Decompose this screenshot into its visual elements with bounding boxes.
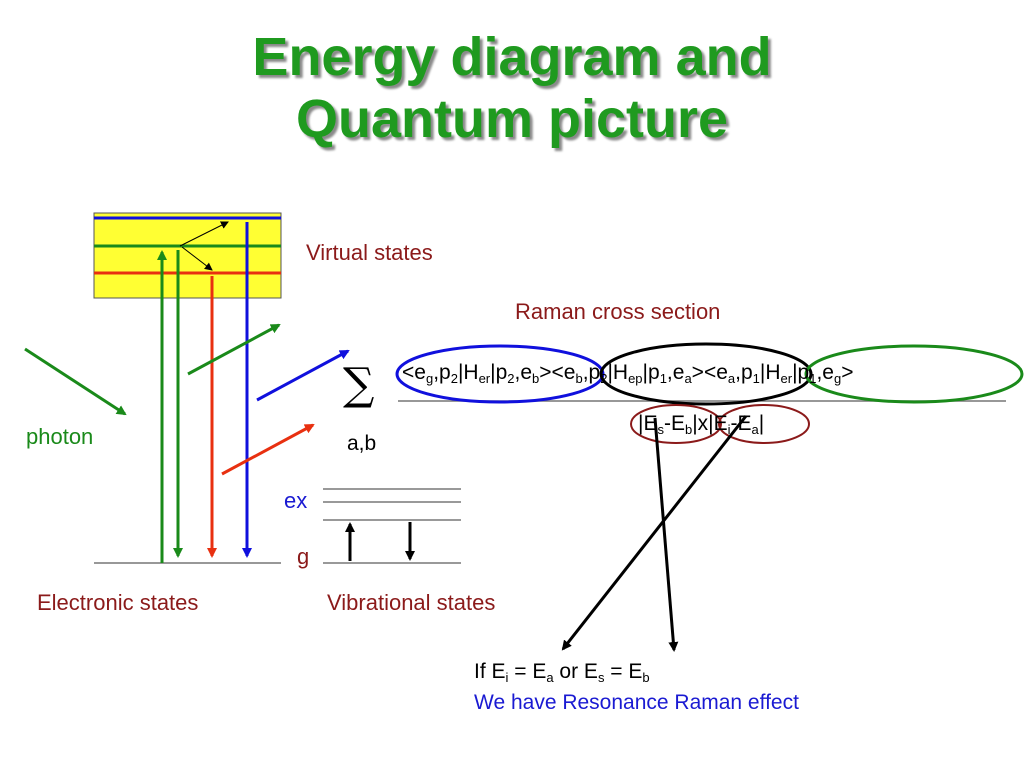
term3-ellipse bbox=[804, 344, 1024, 404]
sigma-subscript: a,b bbox=[347, 432, 377, 455]
denominator-times: x bbox=[697, 412, 709, 435]
outgoing-photon-blue bbox=[256, 349, 350, 402]
outgoing-photon-green bbox=[187, 323, 281, 376]
term2-ellipse bbox=[599, 342, 813, 406]
title-line-1: Energy diagram and bbox=[252, 27, 772, 87]
electronic-states-label: Electronic states bbox=[37, 590, 199, 615]
numerator-terms: <eg,p2|Her|p2,eb><eb,p2|Hep|p1,ea><ea,p1… bbox=[402, 359, 853, 387]
resonance-arrow-2 bbox=[561, 415, 748, 651]
resonance-conclusion: We have Resonance Raman effect bbox=[474, 691, 799, 714]
sigma-symbol: ∑ bbox=[343, 359, 375, 410]
virtual-states-label: Virtual states bbox=[306, 240, 433, 265]
virtual-arrow-up bbox=[179, 221, 229, 247]
raman-cross-section-label: Raman cross section bbox=[515, 299, 721, 324]
denominator-part-1: |Es-Eb| bbox=[638, 412, 698, 437]
denominator: |Es-Eb|x|Ei-Ea| bbox=[638, 410, 764, 438]
term1: <eg,p2|Her|p2,eb> bbox=[402, 361, 552, 386]
excited-level-label: ex bbox=[284, 488, 308, 513]
virtual-states-box bbox=[93, 212, 282, 299]
outgoing-photon-red bbox=[221, 423, 315, 476]
virtual-arrow-down bbox=[181, 246, 213, 271]
term3: <ea,p1|Her|p1,eg> bbox=[703, 361, 854, 386]
vibrational-states-label: Vibrational states bbox=[327, 590, 496, 615]
incoming-photon-arrow bbox=[24, 347, 127, 416]
ground-level-label: g bbox=[297, 544, 310, 569]
term1-ellipse bbox=[395, 344, 605, 404]
title-line-2: Quantum picture bbox=[295, 89, 729, 149]
denominator-part-2: |Ei-Ea| bbox=[708, 412, 765, 437]
photon-label: photon bbox=[26, 424, 94, 449]
term2: <eb,p2|Hep|p1,ea> bbox=[551, 361, 704, 386]
slide-title: Energy diagram and Quantum picture bbox=[0, 26, 1024, 150]
denominator-ellipse-2 bbox=[718, 404, 810, 444]
denominator-ellipse-1 bbox=[630, 404, 722, 444]
resonance-condition: If Ei = Ea or Es = Eb bbox=[474, 660, 650, 685]
resonance-arrow-1 bbox=[653, 417, 679, 652]
